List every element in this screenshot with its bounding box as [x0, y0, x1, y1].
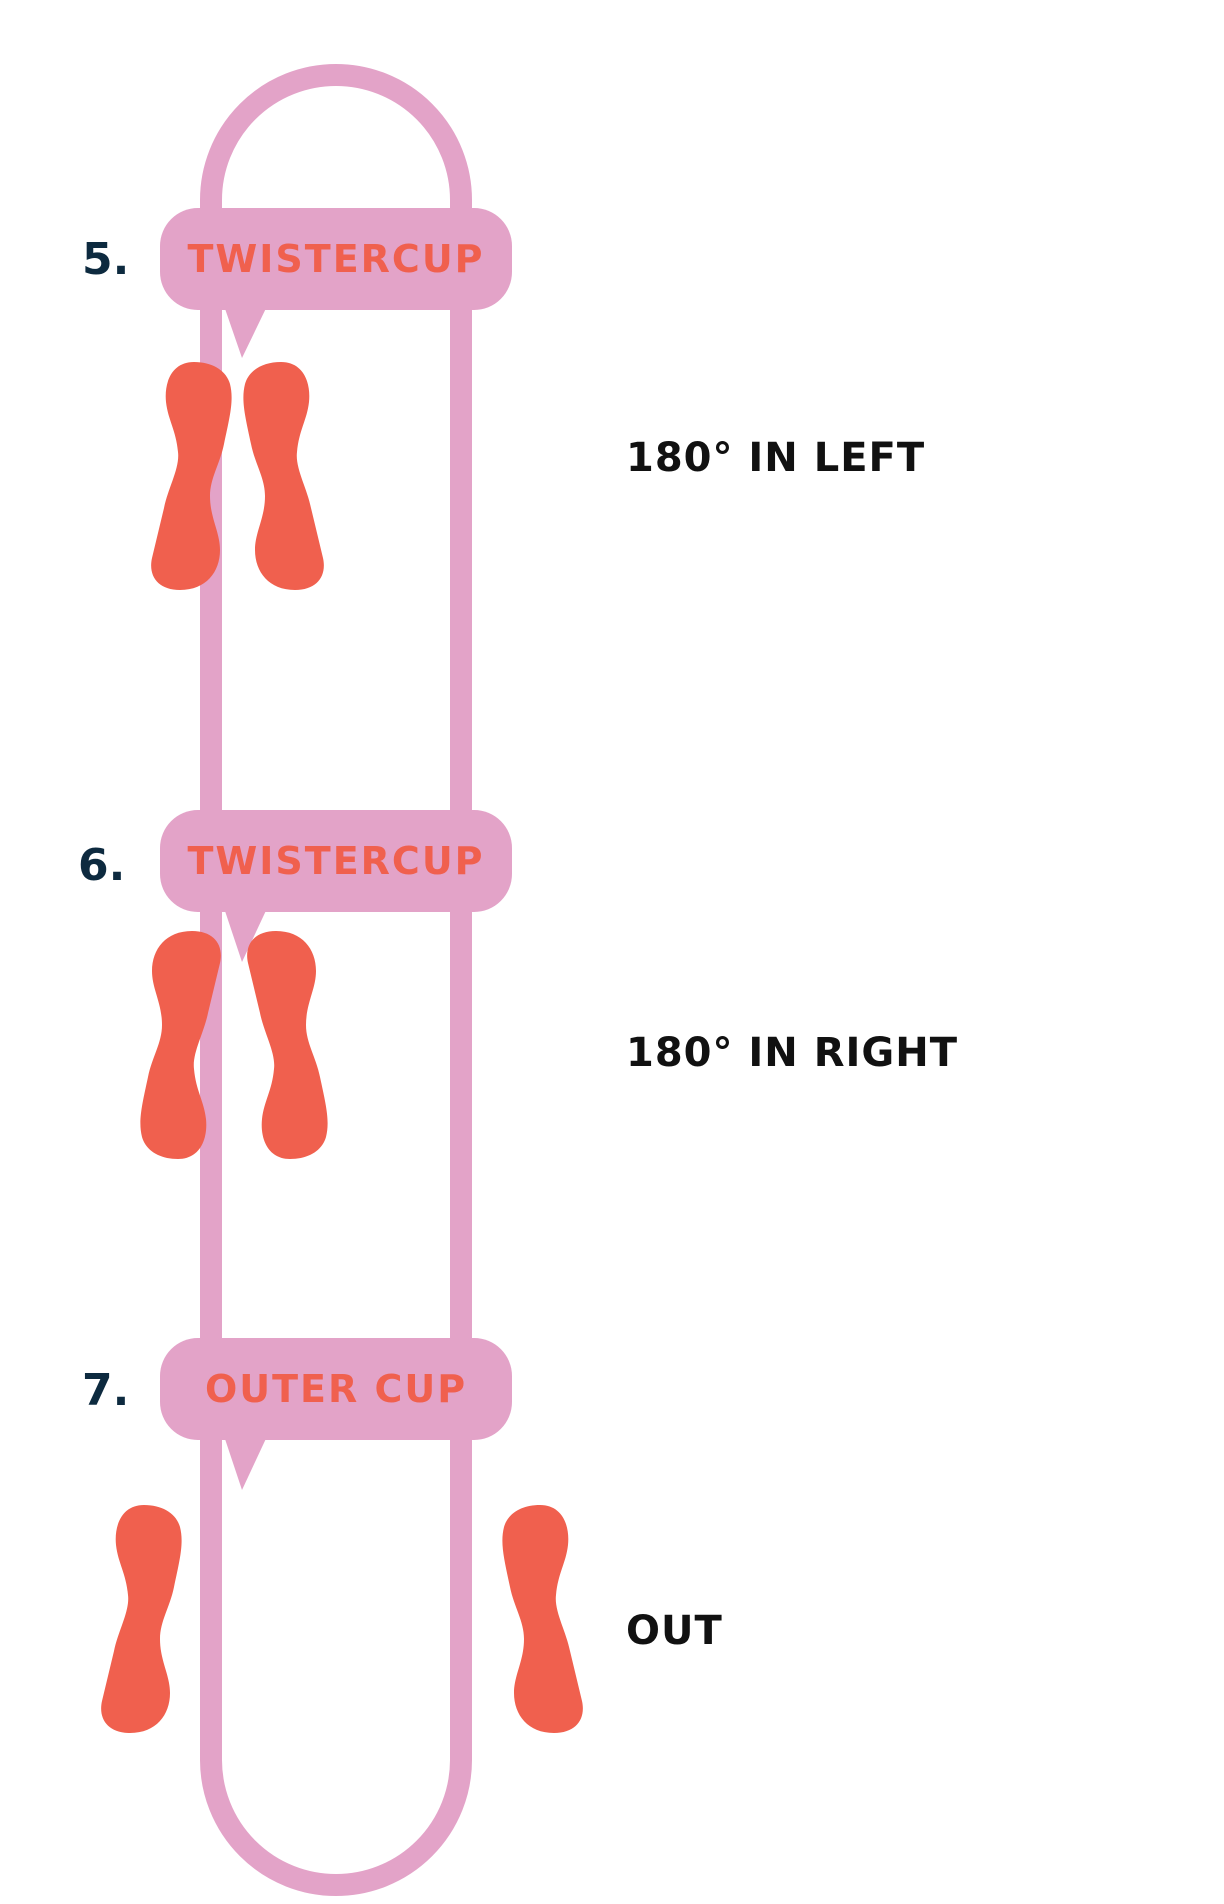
step-number: 5. — [82, 234, 130, 285]
track-outline — [200, 64, 472, 1896]
move-bubble: TWISTERCUP — [160, 810, 512, 912]
bubble-pointer-6 — [222, 902, 270, 962]
bubble-pointer-5 — [222, 300, 270, 358]
step-number: 7. — [82, 1365, 130, 1416]
right-foot-icon — [247, 931, 328, 1159]
step-instruction: 180° IN RIGHT — [626, 1030, 958, 1076]
left-foot-icon — [101, 1505, 182, 1733]
right-foot-icon — [243, 362, 324, 590]
move-label: TWISTERCUP — [187, 839, 485, 883]
right-foot-icon — [502, 1505, 583, 1733]
step-instruction: OUT — [626, 1608, 723, 1654]
bubble-pointer-7 — [222, 1430, 270, 1490]
step-number: 6. — [78, 840, 126, 891]
move-label: TWISTERCUP — [187, 237, 485, 281]
step-instruction: 180° IN LEFT — [626, 435, 926, 481]
move-bubble: TWISTERCUP — [160, 208, 512, 310]
move-label: OUTER CUP — [204, 1367, 468, 1411]
move-bubble: OUTER CUP — [160, 1338, 512, 1440]
